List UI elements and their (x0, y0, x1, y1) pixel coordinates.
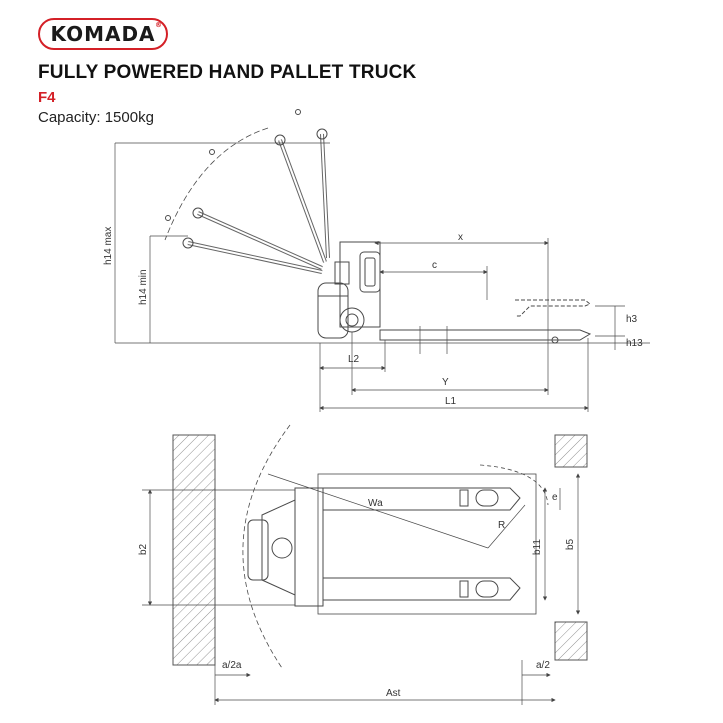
brand-name: KOMADA (50, 22, 156, 46)
Wa-label: Wa (368, 498, 383, 509)
registered-mark: ® (155, 21, 163, 29)
b2-label: b2 (138, 543, 149, 555)
side-dimensions (114, 142, 625, 412)
truck-body-side (317, 241, 592, 344)
truck-body-top (247, 473, 537, 615)
L2-label: L2 (348, 354, 360, 365)
b11-label: b11 (532, 539, 543, 555)
a2a-label: a/2a (222, 660, 242, 671)
komada-logo: KOMADA ® (38, 18, 168, 50)
h14min-label: h14 min (138, 269, 149, 305)
e-label: e (552, 492, 558, 503)
b5-label: b5 (565, 538, 576, 550)
product-title: FULLY POWERED HAND PALLET TRUCK (38, 62, 417, 83)
side-dimension-labels: h14 max h14 min x c h3 h13 L2 Y L1 (103, 227, 643, 407)
a2-label: a/2 (536, 660, 550, 671)
top-dimension-labels: Wa R e b2 b11 b5 a/2a a/2 Ast (138, 492, 576, 699)
h3-label: h3 (626, 314, 638, 325)
x-label: x (458, 232, 463, 243)
side-view (114, 109, 650, 412)
top-dimensions (142, 473, 581, 705)
right-wall-bottom (554, 621, 588, 661)
c-label: c (432, 260, 437, 271)
R-label: R (498, 520, 505, 531)
h14max-label: h14 max (103, 227, 114, 265)
Ast-label: Ast (386, 688, 401, 699)
right-wall-top (554, 434, 588, 468)
h13-label: h13 (626, 338, 643, 349)
tiller-arm-positions (165, 109, 330, 274)
L1-label: L1 (445, 396, 457, 407)
capacity-label: Capacity: 1500kg (38, 109, 154, 126)
Y-label: Y (442, 377, 449, 388)
top-view (142, 424, 588, 705)
left-wall (172, 434, 216, 666)
model-label: F4 (38, 89, 56, 106)
